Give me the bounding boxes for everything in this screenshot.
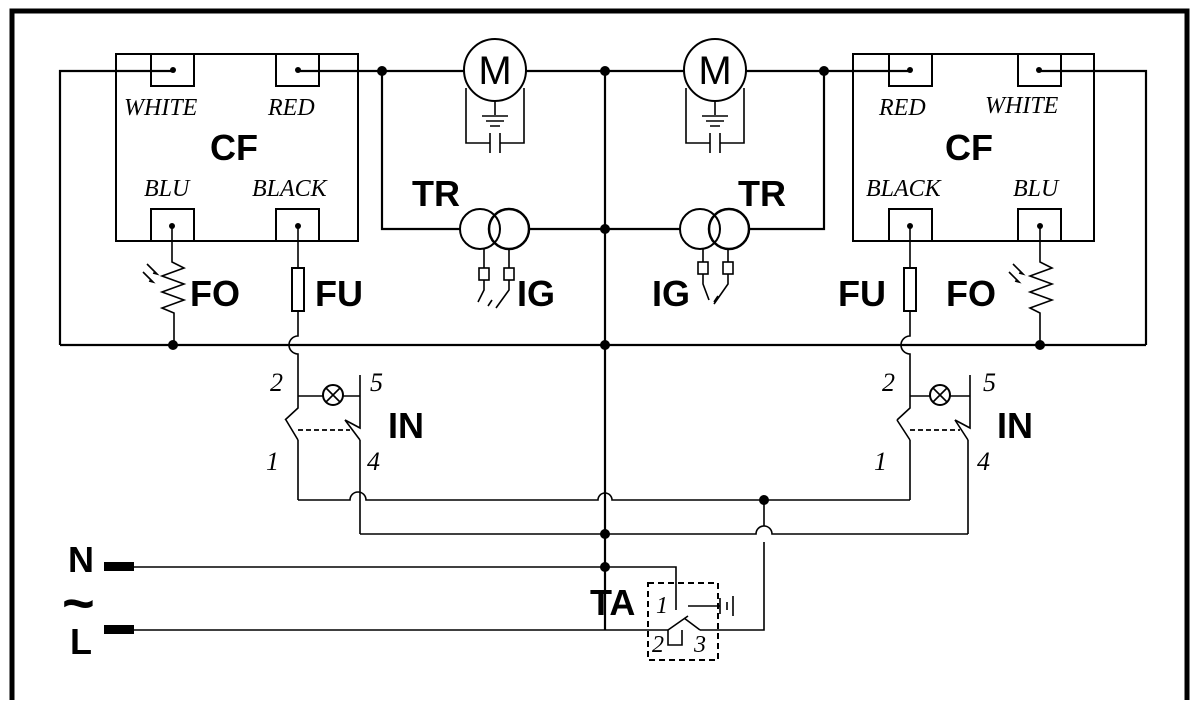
ac-symbol: ~ [62, 571, 95, 634]
right-flame-sensor: FO [946, 226, 1055, 345]
left-tr-label: TR [412, 173, 460, 214]
right-fu-label: FU [838, 273, 886, 314]
right-motor: M [683, 38, 747, 153]
left-flame-sensor: FO [142, 226, 240, 345]
right-switch: 2 5 1 4 IN [874, 368, 1033, 534]
left-switch-pin-4: 4 [367, 447, 380, 476]
right-fuse: FU [838, 226, 917, 396]
left-fo-label: FO [190, 273, 240, 314]
left-switch: 2 5 1 4 IN [266, 368, 424, 534]
supply: N ~ L [62, 539, 677, 662]
lower-wiring [298, 491, 968, 631]
neutral-label: N [68, 539, 94, 580]
right-fo-label: FO [946, 273, 996, 314]
right-terminal-blu: BLU [1013, 176, 1060, 202]
right-ig-label: IG [652, 273, 690, 314]
left-terminal-white: WHITE [124, 95, 198, 121]
left-motor-label: M [478, 49, 511, 93]
right-terminal-black: BLACK [866, 176, 943, 202]
left-in-label: IN [388, 405, 424, 446]
right-tr-label: TR [738, 173, 786, 214]
thermostat-pin-3: 3 [693, 632, 706, 658]
right-switch-pin-2: 2 [882, 368, 895, 397]
right-cf-label: CF [945, 127, 993, 168]
left-switch-pin-1: 1 [266, 447, 279, 476]
right-in-label: IN [997, 405, 1033, 446]
right-control-board: RED WHITE CF BLACK BLU [852, 53, 1095, 242]
left-fu-label: FU [315, 273, 363, 314]
left-fuse: FU [288, 226, 363, 396]
right-terminal-red: RED [878, 95, 926, 121]
left-cf-label: CF [210, 127, 258, 168]
left-control-board: WHITE RED CF BLU BLACK [115, 53, 359, 242]
left-motor: M [463, 38, 527, 153]
right-switch-pin-1: 1 [874, 447, 887, 476]
left-terminal-black: BLACK [252, 176, 329, 202]
left-terminal-blu: BLU [144, 176, 191, 202]
right-transformer: TR IG [652, 173, 786, 314]
right-terminal-white: WHITE [985, 93, 1059, 119]
thermostat: TA 1 2 3 [590, 582, 734, 661]
left-switch-pin-2: 2 [270, 368, 283, 397]
right-switch-pin-4: 4 [977, 447, 990, 476]
outer-frame [9, 8, 1190, 700]
right-switch-pin-5: 5 [983, 368, 996, 397]
thermostat-pin-1: 1 [656, 593, 668, 619]
thermostat-label: TA [590, 582, 635, 623]
line-label: L [70, 621, 92, 662]
top-wiring [58, 66, 1148, 630]
right-motor-label: M [698, 49, 731, 93]
thermostat-pin-2: 2 [652, 632, 664, 658]
left-switch-pin-5: 5 [370, 368, 383, 397]
left-ig-label: IG [517, 273, 555, 314]
left-transformer: TR IG [412, 173, 555, 314]
left-terminal-red: RED [267, 95, 315, 121]
